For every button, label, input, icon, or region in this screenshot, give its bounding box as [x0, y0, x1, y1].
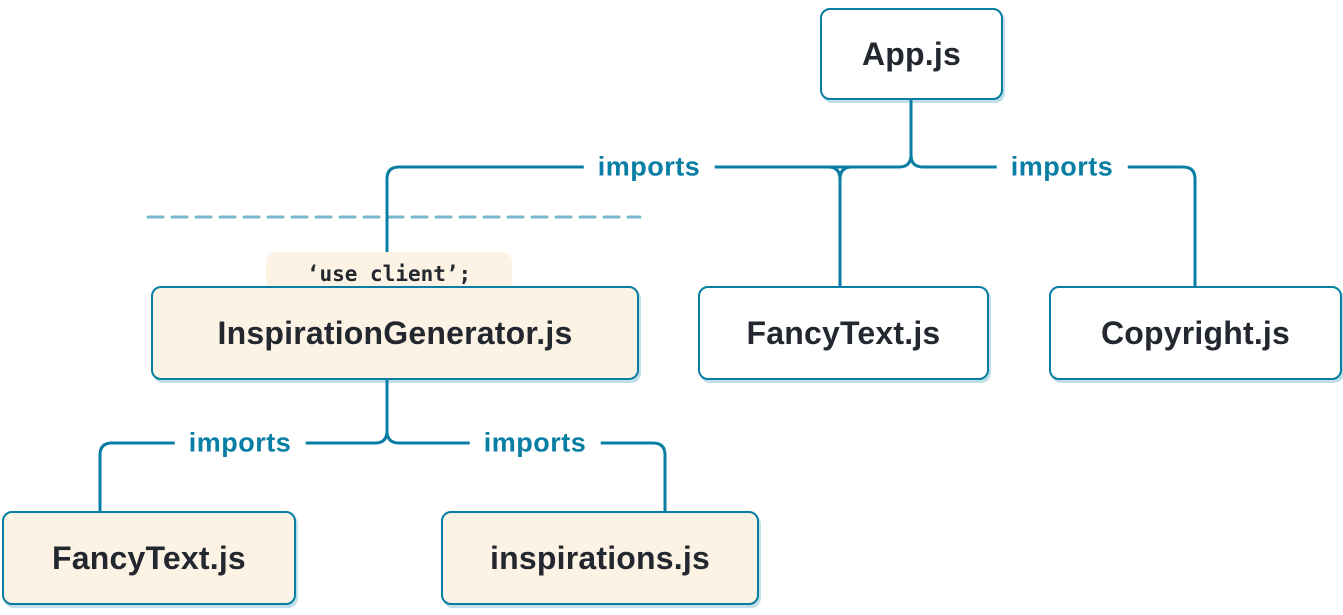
use-client-directive-text: ‘use client’;: [306, 262, 472, 286]
node-fancy-text-js-bottom-label: FancyText.js: [52, 539, 246, 576]
node-copyright-js: Copyright.js: [1049, 286, 1342, 380]
edge-label-imports-top-left: imports: [583, 149, 715, 185]
edge-app-to-fancy-text: [826, 165, 842, 289]
node-app-js: App.js: [820, 8, 1003, 100]
node-inspirations-js-label: inspirations.js: [490, 539, 710, 576]
edge-label-imports-top-right: imports: [996, 149, 1128, 185]
edge-app-to-copyright: [909, 98, 1197, 289]
node-copyright-js-label: Copyright.js: [1100, 314, 1291, 351]
edge-label-imports-bottom-right: imports: [469, 425, 601, 461]
node-inspiration-generator-js: InspirationGenerator.js: [151, 286, 639, 380]
node-fancy-text-js-top-label: FancyText.js: [746, 314, 941, 351]
node-fancy-text-js-top: FancyText.js: [698, 286, 989, 380]
node-app-js-label: App.js: [862, 35, 961, 72]
node-fancy-text-js-bottom: FancyText.js: [2, 511, 296, 605]
edge-app-to-fancy-text-fillet: [838, 165, 854, 181]
node-inspiration-generator-js-label: InspirationGenerator.js: [217, 314, 573, 351]
edge-label-imports-bottom-left: imports: [174, 425, 306, 461]
node-inspirations-js: inspirations.js: [441, 511, 759, 605]
